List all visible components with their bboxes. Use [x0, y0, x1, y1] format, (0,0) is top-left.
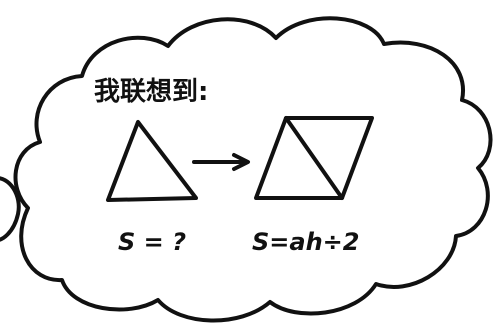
- small-thought-circle: [0, 176, 21, 242]
- thought-bubble-outline: [13, 16, 493, 323]
- right-arrow-icon: [192, 153, 250, 171]
- right-formula: S=ah÷2: [252, 228, 359, 256]
- left-formula: S = ?: [118, 228, 186, 256]
- bubble-title: 我联想到:: [94, 77, 208, 107]
- parallelogram-diagonal: [284, 116, 344, 200]
- triangle-shape: [106, 120, 198, 202]
